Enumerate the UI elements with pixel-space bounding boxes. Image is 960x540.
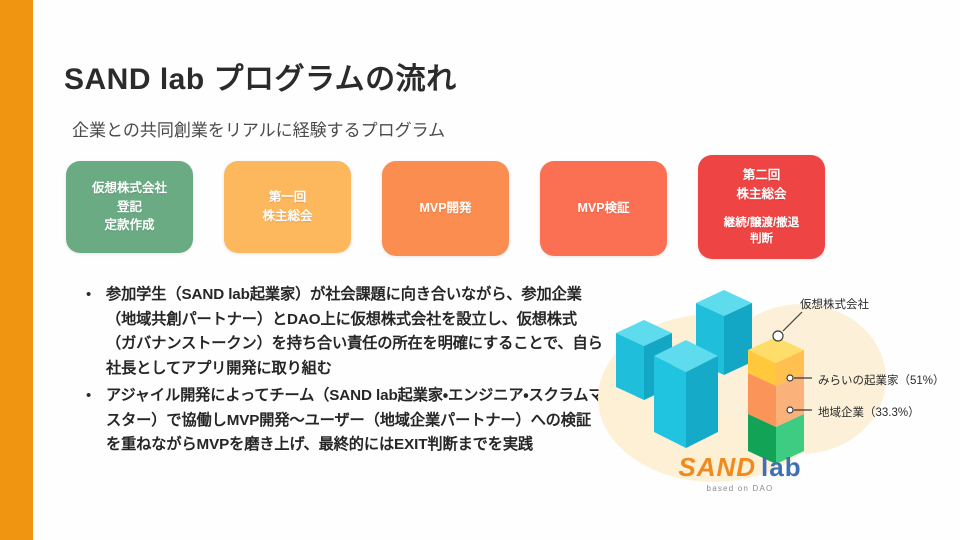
process-steps: 仮想株式会社登記定款作成 第一回株主総会 MVP開発 MVP検証 第二回株主総会… <box>66 155 856 259</box>
process-step-4-label: MVP検証 <box>577 201 630 216</box>
process-step-5[interactable]: 第二回株主総会 継続/譲渡/撤退判断 <box>698 155 825 259</box>
logo-tagline: based on DAO <box>706 484 774 493</box>
page-subtitle: 企業との共同創業をリアルに経験するプログラム <box>72 121 446 140</box>
callout-connectors <box>772 311 812 414</box>
list-item: • アジャイル開発によってチーム（SAND lab起業家・エンジニア・スクラムマ… <box>86 384 606 458</box>
process-step-1[interactable]: 仮想株式会社登記定款作成 <box>66 161 193 253</box>
bullet-list: • 参加学生（SAND lab起業家）が社会課題に向き合いながら、参加企業（地域… <box>86 283 606 461</box>
callout-label-future-entrepreneur: みらいの起業家（51%） <box>818 375 945 387</box>
process-step-3-label: MVP開発 <box>419 201 472 216</box>
process-step-2[interactable]: 第一回株主総会 <box>224 161 351 253</box>
bullet-marker: • <box>86 387 92 404</box>
bullet-text-2: アジャイル開発によってチーム（SAND lab起業家・エンジニア・スクラムマスタ… <box>106 387 604 453</box>
page-title: SAND lab プログラムの流れ <box>64 63 457 96</box>
chart-stacked-bar <box>748 337 804 464</box>
logo-brand-second: lab <box>761 452 802 482</box>
bullet-text-1: 参加学生（SAND lab起業家）が社会課題に向き合いながら、参加企業（地域共創… <box>106 286 603 377</box>
list-item: • 参加学生（SAND lab起業家）が社会課題に向き合いながら、参加企業（地域… <box>86 283 606 381</box>
callout-label-virtual-company: 仮想株式会社 <box>800 299 869 311</box>
process-step-3[interactable]: MVP開発 <box>382 161 509 256</box>
process-step-2-label: 第一回株主総会 <box>262 190 313 223</box>
bullet-marker: • <box>86 286 92 303</box>
process-step-5-sublabel: 継続/譲渡/撤退判断 <box>723 216 800 246</box>
process-step-1-label: 仮想株式会社登記定款作成 <box>91 180 167 233</box>
logo-brand-first: SAND <box>678 452 757 482</box>
chart-bar-2 <box>654 340 718 448</box>
process-step-5-label: 第二回株主総会 <box>736 168 787 201</box>
callout-label-local-company: 地域企業（33.3%） <box>818 407 920 419</box>
isometric-bars-svg <box>616 290 812 464</box>
process-step-4[interactable]: MVP検証 <box>540 161 667 256</box>
left-accent-bar <box>0 0 33 540</box>
